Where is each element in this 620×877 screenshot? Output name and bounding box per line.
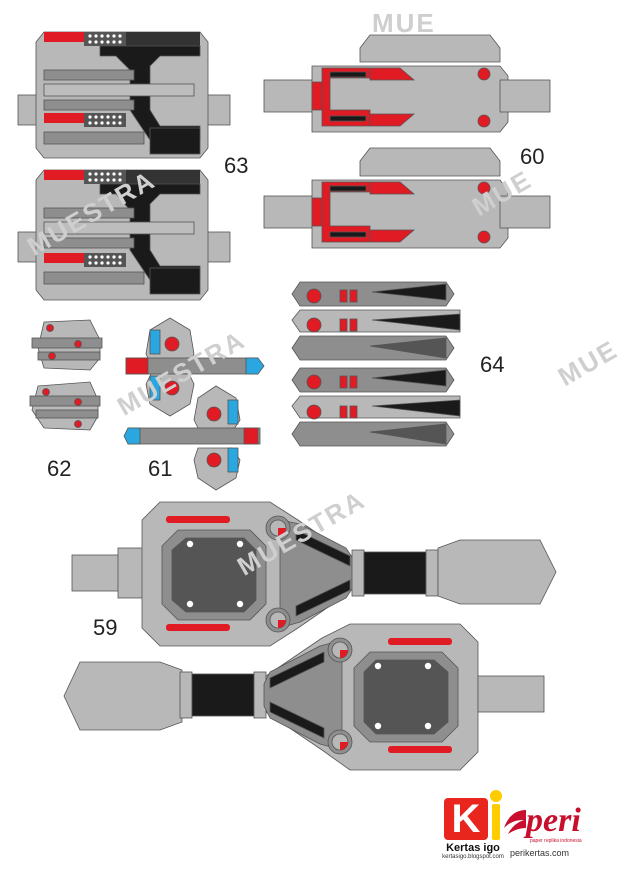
peri-tagline: paper replika indonesia xyxy=(530,838,582,844)
part-number-59: 59 xyxy=(93,615,118,640)
part-number-63: 63 xyxy=(224,153,249,178)
part-63-template-a xyxy=(17,31,231,159)
part-number-64: 64 xyxy=(480,352,505,377)
kertasigo-name: Kertas igo xyxy=(446,842,500,854)
wing-icon xyxy=(504,810,526,834)
part-64-template xyxy=(291,281,461,447)
kertasigo-url: kertasigo.blogspot.com xyxy=(442,854,504,860)
peri-logo: peri paper replika indonesia perikertas.… xyxy=(500,800,600,862)
logo-dot-icon xyxy=(490,790,502,802)
part-59-template-b xyxy=(63,623,545,771)
part-62-template xyxy=(29,319,103,431)
part-60-template-b xyxy=(263,147,551,249)
part-61-template xyxy=(123,317,265,491)
part-number-61: 61 xyxy=(148,456,173,481)
logo-bar-icon xyxy=(492,804,500,840)
peri-name: peri xyxy=(526,802,581,839)
part-63-template-b xyxy=(17,169,231,301)
watermark-text: MUE xyxy=(372,8,436,38)
kertasigo-letter: K xyxy=(444,798,488,840)
part-60-template-a xyxy=(263,34,551,133)
part-59-template-a xyxy=(71,501,557,647)
kertasigo-logo: K Kertas igo kertasigo.blogspot.com xyxy=(436,790,506,862)
part-number-60: 60 xyxy=(520,144,545,169)
peri-url: perikertas.com xyxy=(510,848,570,858)
part-number-62: 62 xyxy=(47,456,72,481)
